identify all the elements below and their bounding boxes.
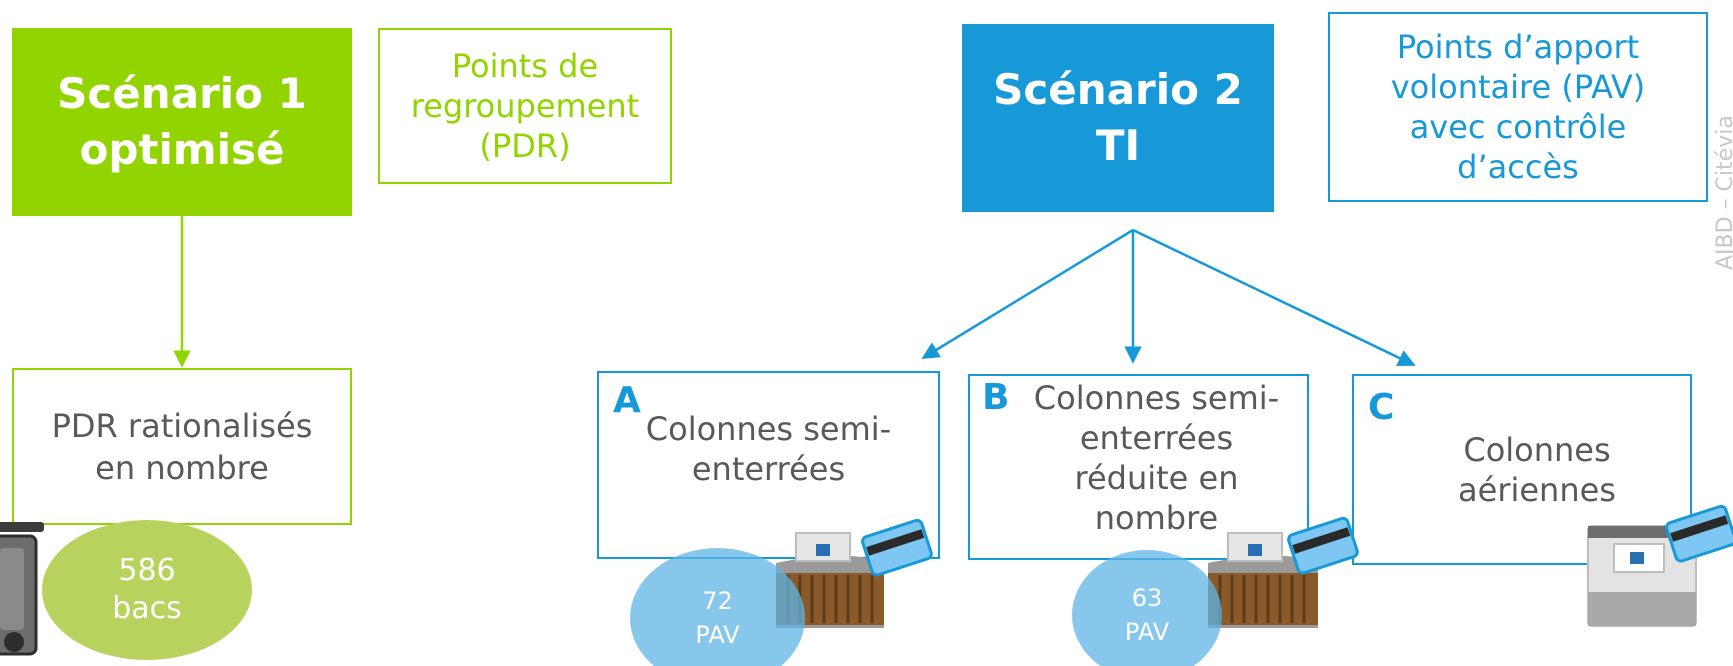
scenario-2-note: Points d’apport volontaire (PAV) avec co…: [1328, 12, 1708, 202]
option-a-count-value: 72: [702, 587, 733, 615]
option-c-letter: C: [1368, 387, 1395, 428]
scenario-1-count-unit: bacs: [112, 591, 182, 626]
option-c-line1: Colonnes: [1463, 431, 1611, 469]
option-a-line2: enterrées: [691, 450, 846, 488]
option-c-line2: aériennes: [1458, 471, 1616, 509]
side-watermark: AJBD – Citévia: [1713, 115, 1733, 270]
option-b-count-bubble: 63 PAV: [1072, 550, 1222, 666]
option-a-text: Colonnes semi- enterrées: [599, 409, 938, 489]
scenario-1-title-line1: Scénario 1: [57, 69, 307, 118]
option-a-letter: A: [613, 380, 641, 421]
access-card-icon-c: [1665, 504, 1733, 563]
scenario-1-result-line1: PDR rationalisés: [51, 406, 313, 445]
option-c-text: Colonnes aériennes: [1354, 430, 1690, 510]
scenario-1-note: Points de regroupement (PDR): [378, 28, 672, 184]
option-b-line1: Colonnes semi-: [1033, 379, 1280, 417]
option-a-count-bubble: 72 PAV: [630, 548, 805, 666]
option-b-line2: enterrées: [1079, 419, 1234, 457]
wheeled-bin-icon: [0, 522, 44, 656]
scenario-1-note-line2: regroupement: [410, 87, 640, 125]
scenario-1-result-line2: en nombre: [95, 448, 269, 487]
scenario-2-header: Scénario 2 TI: [962, 24, 1274, 212]
option-a-line1: Colonnes semi-: [645, 410, 892, 448]
option-b-line3: réduite en: [1074, 459, 1239, 497]
arrow-to-option-c: [1132, 228, 1416, 367]
scenario-2-arrows: [921, 228, 1416, 367]
option-b-count-unit: PAV: [1124, 618, 1170, 646]
scenario-2-note-line2: volontaire (PAV): [1390, 68, 1646, 106]
option-b-text: Colonnes semi- enterrées réduite en nomb…: [970, 378, 1307, 538]
option-b-letter: B: [982, 377, 1010, 418]
scenario-1-count-bubble: 586 bacs: [42, 520, 252, 660]
access-card-icon-b: [1287, 516, 1359, 575]
scenario-2-note-line1: Points d’apport: [1396, 28, 1640, 66]
scenario-2-title-line2: TI: [1095, 121, 1141, 170]
option-c-box: C Colonnes aériennes: [1352, 374, 1692, 565]
option-a-count-unit: PAV: [695, 621, 740, 649]
scenario-1-title-line2: optimisé: [79, 125, 285, 174]
scenario-1-note-line3: (PDR): [479, 127, 571, 165]
option-a-box: A Colonnes semi- enterrées: [597, 371, 940, 559]
semi-buried-column-icon-b: [1208, 532, 1318, 628]
access-card-icon-a: [861, 518, 933, 577]
scenario-1-header: Scénario 1 optimisé: [12, 28, 352, 216]
option-b-line4: nombre: [1094, 499, 1219, 537]
aerial-column-icon-c: [1587, 525, 1697, 627]
option-b-count-value: 63: [1131, 584, 1163, 612]
arrow-to-option-a: [921, 228, 1134, 360]
scenario-2-title-line1: Scénario 2: [993, 65, 1243, 114]
scenario-1-count-value: 586: [118, 553, 176, 588]
scenario-1-note-line1: Points de: [451, 47, 599, 85]
scenario-2-note-line3: avec contrôle: [1409, 108, 1627, 146]
scenario-1-result-box: PDR rationalisés en nombre: [12, 368, 352, 525]
scenario-2-note-line4: d’accès: [1457, 148, 1579, 186]
